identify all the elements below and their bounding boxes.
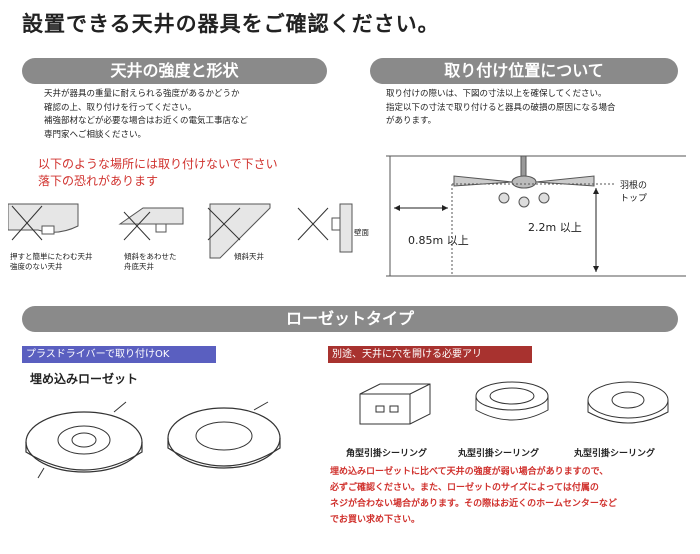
ceiling-warning: 以下のような場所には取り付けないで下さい 落下の恐れがあります: [38, 157, 278, 188]
position-section-heading: 取り付け位置について: [370, 58, 678, 84]
position-diagram: [386, 155, 686, 277]
rosette-section-heading: ローゼットタイプ: [22, 306, 678, 332]
position-description: 取り付けの際いは、下図の寸法以上を確保してください。 指定以下の寸法で取り付ける…: [386, 89, 616, 126]
ceiling-description: 天井が器具の重量に耐えられる強度があるかどうか 確認の上、取り付けを行ってくださ…: [44, 89, 249, 140]
sloped-ceiling-diagram: [207, 203, 271, 259]
square-ceiling-mount: [359, 383, 431, 425]
page-title: 設置できる天井の器具をご確認ください。: [22, 11, 440, 36]
label-wall: 壁面: [354, 228, 369, 237]
ceiling-types-illustration: [359, 381, 669, 425]
caption-round-mount-2: 丸型引掛シーリング: [574, 449, 656, 459]
label-weak-ceiling: 押すと簡単にたわむ天井 強度のない天井: [10, 252, 93, 271]
label-sloped: 傾斜天井: [234, 252, 264, 261]
weak-ceiling-diagram: [8, 203, 79, 241]
caption-square-mount: 角型引掛シーリング: [346, 449, 428, 459]
label-dist-wall: 0.85m 以上: [408, 234, 469, 247]
embedded-rosette-label: 埋め込みローゼット: [30, 372, 139, 386]
ceiling-diagrams: [8, 203, 353, 259]
round-ceiling-mount-2: [587, 381, 669, 424]
screwdriver-ok-tag: プラスドライバーで取り付けOK: [22, 346, 216, 363]
drill-required-tag: 別途、天井に穴を開ける必要アリ: [328, 346, 532, 363]
label-dist-floor: 2.2m 以上: [528, 221, 582, 234]
sloped-fit-diagram: [118, 207, 184, 241]
label-sloped-fit: 傾斜をあわせた 舟底天井: [124, 252, 177, 271]
rosette-right: [167, 401, 281, 469]
rosette-left: [25, 401, 143, 479]
wall-diagram: [297, 203, 353, 253]
rosette-note: 埋め込みローゼットに比べて天井の強度が弱い場合がありますので、 必ずご確認くださ…: [330, 467, 617, 525]
ceiling-section-heading: 天井の強度と形状: [22, 58, 327, 84]
round-ceiling-mount-1: [475, 381, 549, 421]
label-blade-top: 羽根の トップ: [620, 181, 648, 204]
embedded-rosette-illustration: [25, 401, 281, 479]
caption-round-mount-1: 丸型引掛シーリング: [458, 449, 540, 459]
